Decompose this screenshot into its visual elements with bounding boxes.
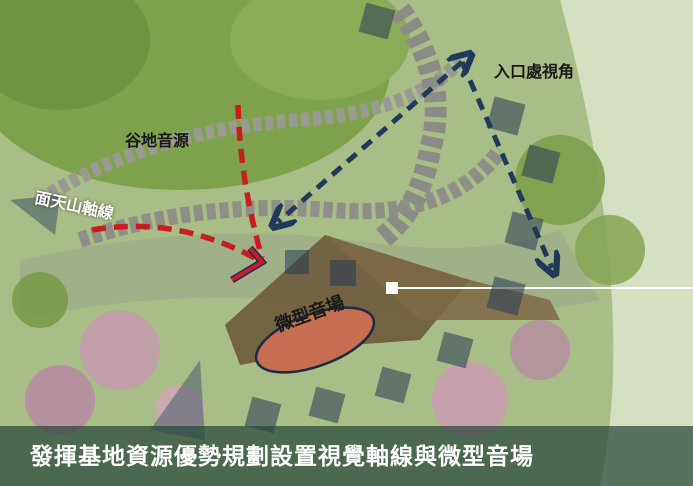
sound-arrow-valley <box>235 104 265 259</box>
view-arrow-to-axis <box>459 60 552 268</box>
path-markers <box>244 2 561 434</box>
flowering-tree <box>80 310 160 390</box>
caption-text: 發揮基地資源優勢規劃設置視覺軸線與微型音場 <box>30 444 534 470</box>
sound-arrow-head <box>230 246 266 282</box>
micro-stage-ellipse <box>254 306 376 374</box>
sound-arrow-axis <box>91 223 264 265</box>
axis-origin-marker <box>386 282 398 294</box>
caption-bar <box>0 426 693 486</box>
view-arrow-to-stage <box>278 62 462 222</box>
label-valley-sound: 谷地音源 <box>125 131 190 150</box>
label-entrance-view: 入口處視角 <box>494 62 575 81</box>
